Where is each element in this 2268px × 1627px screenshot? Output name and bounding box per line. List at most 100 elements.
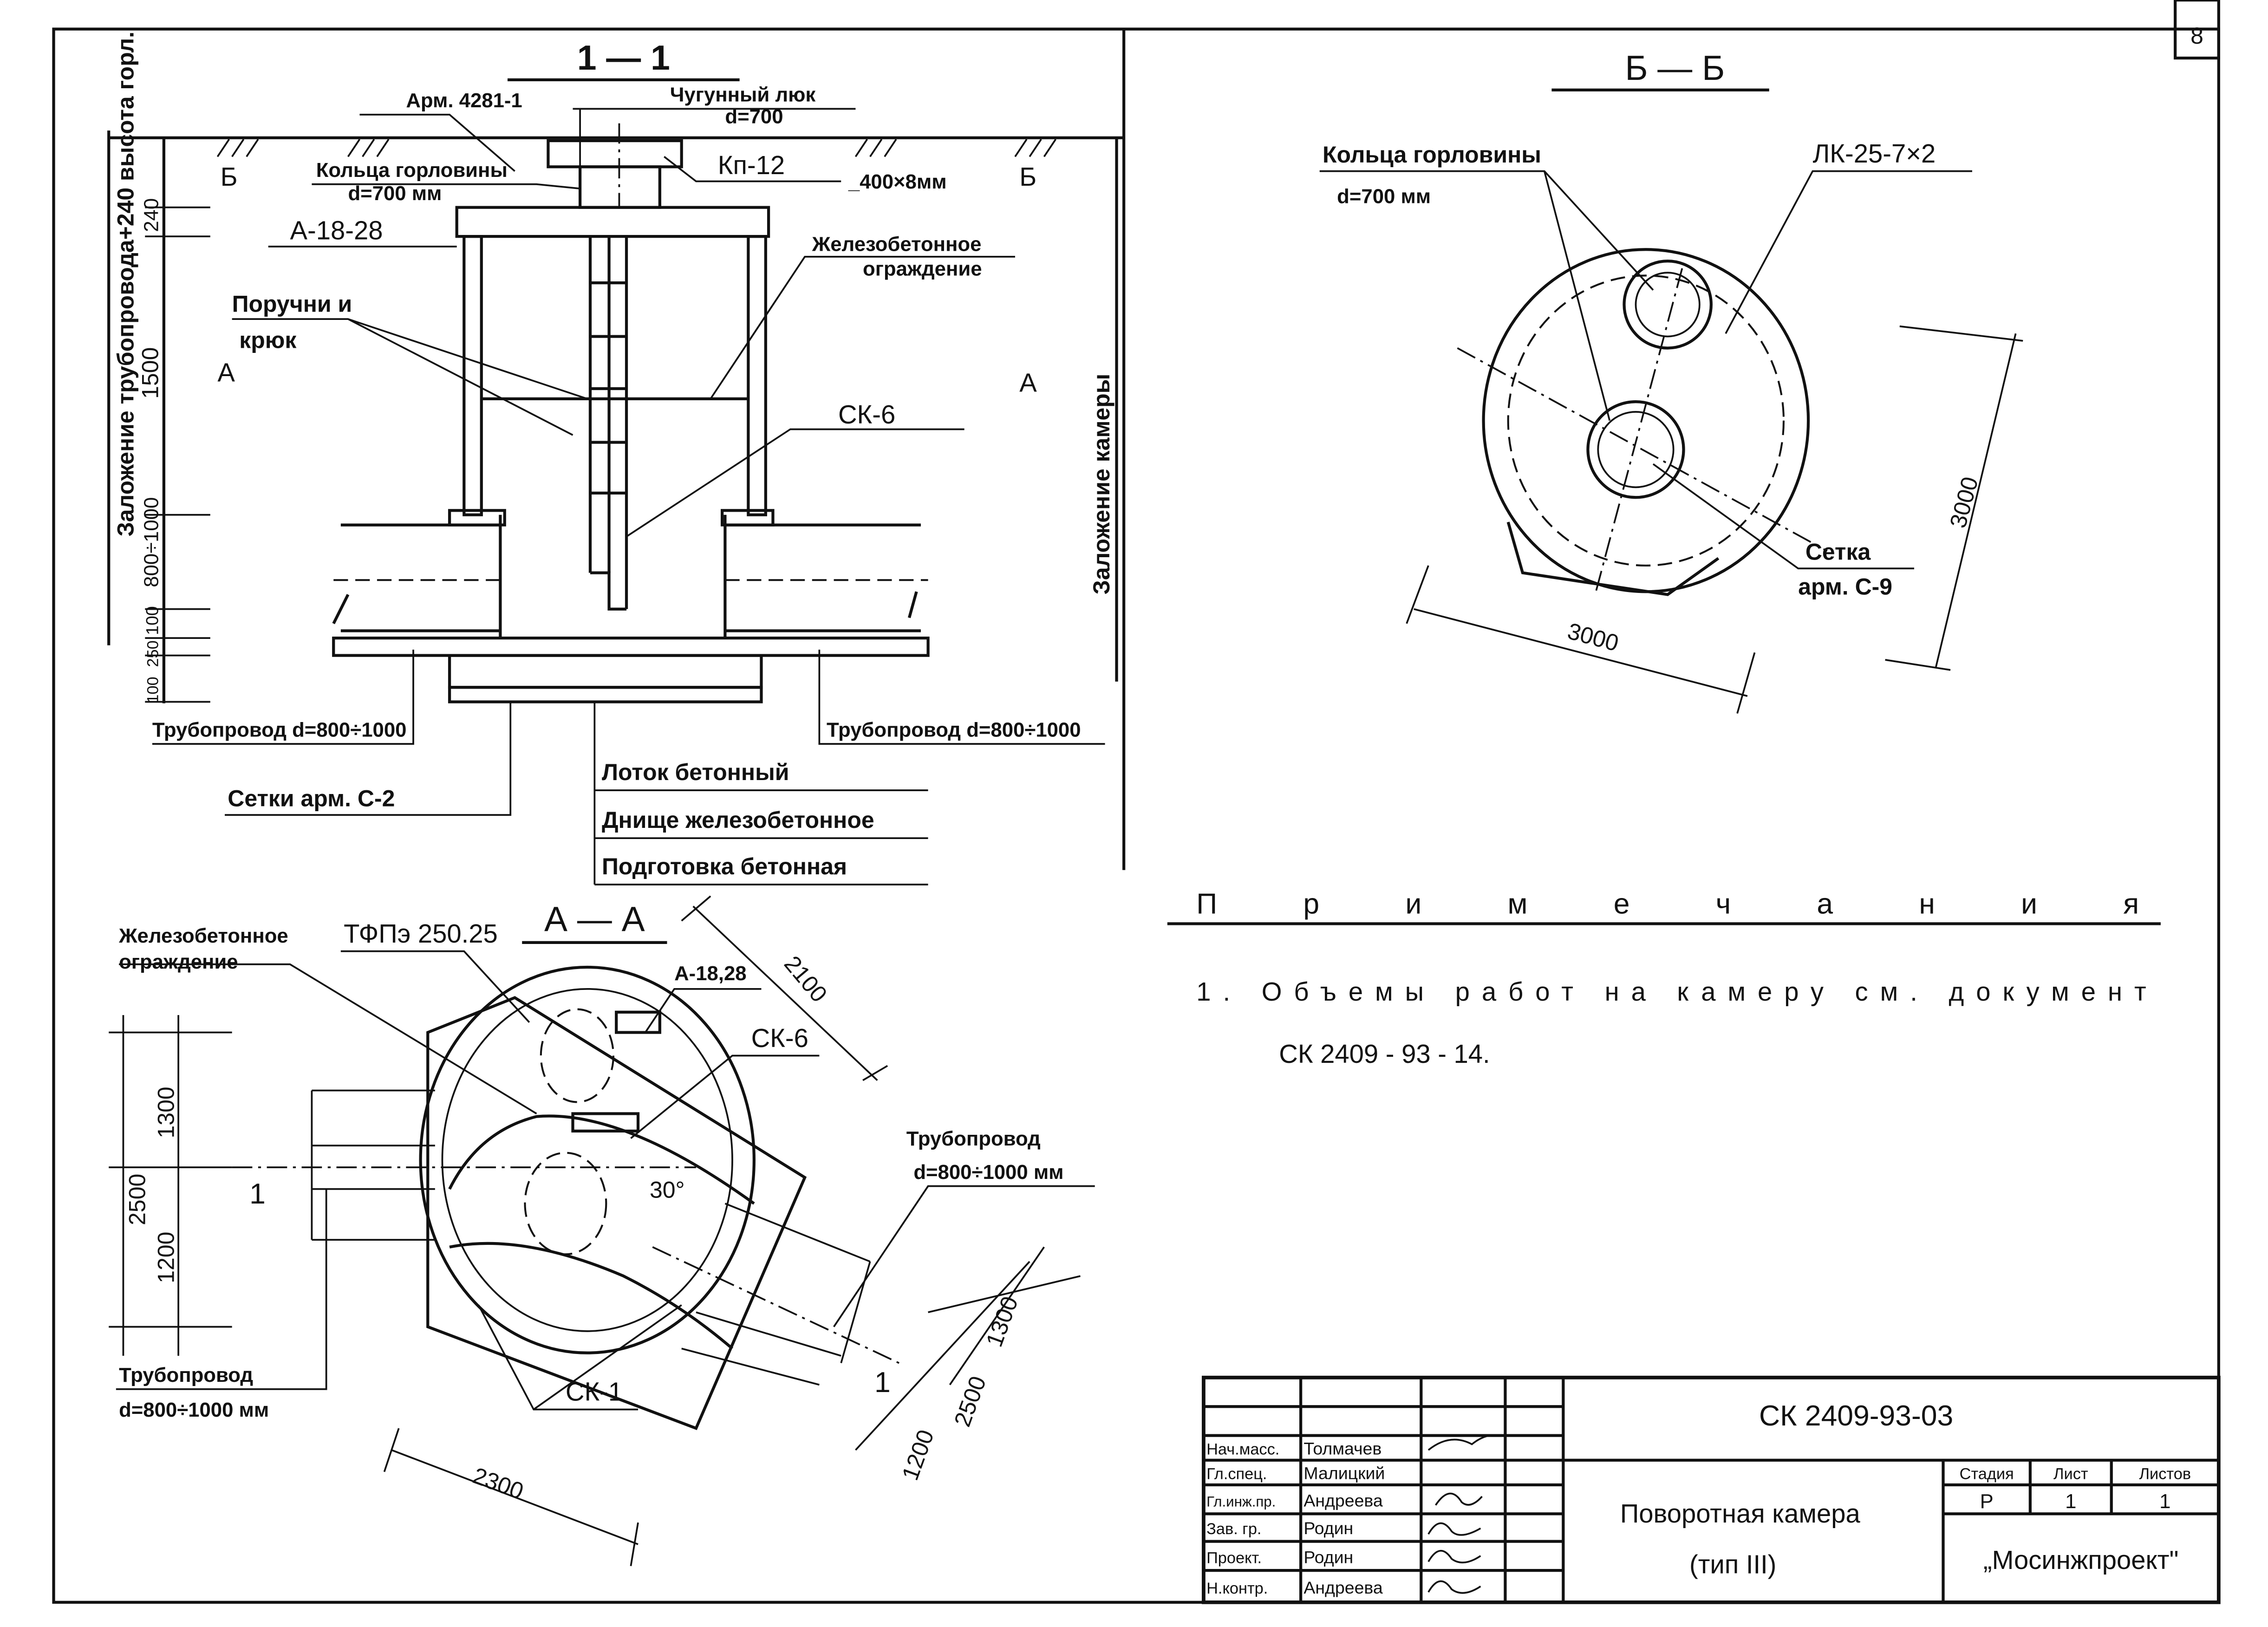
- document-code: СК 2409-93-03: [1759, 1399, 1953, 1432]
- staff-name: Толмачев: [1303, 1438, 1382, 1458]
- label-rails-1: Поручни и: [232, 291, 352, 317]
- notes: П р и м е ч а н и я 1. Объемы работ на к…: [1167, 887, 2161, 1068]
- label-ladder: СК-6: [838, 400, 895, 429]
- notes-heading: П р и м е ч а н и я: [1196, 887, 2139, 920]
- wall-right: [747, 235, 767, 516]
- label-slab: ТФПэ 250.25: [344, 919, 498, 948]
- ladder-ck6: [588, 236, 628, 611]
- dim-left-1300: 1300: [153, 1087, 179, 1138]
- section-title: 1 — 1: [577, 38, 670, 77]
- dim-right-2500: 2500: [949, 1373, 991, 1430]
- label-wall-1: Железобетонное: [118, 924, 288, 947]
- section-a-a: А — А Железобетонное ограждение ТФПэ 250…: [109, 895, 1095, 1567]
- label-pipe-right-1: Трубопровод: [906, 1127, 1041, 1150]
- fence-outline: [426, 996, 807, 1431]
- sheet-value: 1: [2065, 1490, 2076, 1513]
- staff-role: Гл.спец.: [1206, 1465, 1267, 1483]
- label-ladder: СК-6: [751, 1023, 808, 1053]
- section-1-1: 1 — 1: [107, 32, 1124, 885]
- ground-hatch: [216, 138, 1056, 157]
- dim-240: 240: [140, 198, 163, 232]
- label-wall-1: Железобетонное: [812, 233, 982, 255]
- label-rings: Кольца горловины: [316, 159, 508, 182]
- angle-30: 30°: [650, 1177, 685, 1203]
- concrete-base: [448, 654, 763, 689]
- dim-right: 3000: [1945, 474, 1983, 531]
- staff-role: Нач.масс.: [1206, 1440, 1279, 1458]
- label-mesh: Сетки арм. С-2: [228, 785, 395, 811]
- section-title: А — А: [544, 899, 645, 938]
- dim-left-2500: 2500: [124, 1174, 150, 1225]
- staff-role: Зав. гр.: [1206, 1520, 1261, 1538]
- staff-role: Проект.: [1206, 1549, 1262, 1567]
- section-title: Б — Б: [1625, 48, 1725, 87]
- dim-1500: 1500: [137, 347, 163, 399]
- dim-250: 250: [144, 640, 162, 667]
- manhole-ring: [1623, 260, 1713, 350]
- staff-name: Андреева: [1303, 1491, 1383, 1510]
- label-chamber-depth: Заложение камеры: [1088, 374, 1114, 595]
- dim-100b: 100: [144, 677, 162, 703]
- label-manhole: Чугунный люк: [670, 84, 816, 106]
- sheets-value: 1: [2159, 1490, 2170, 1513]
- label-layer-1: Лоток бетонный: [602, 759, 789, 785]
- label-pipe-right-2: d=800÷1000 мм: [913, 1161, 1063, 1184]
- signatures: [1427, 1434, 1501, 1594]
- sheet-frame: 8: [52, 0, 2220, 1604]
- note-1-line-1: 1. Объемы работ на камеру см. документ: [1196, 977, 2146, 1006]
- note-1-line-2: СК 2409 - 93 - 14.: [1279, 1039, 1490, 1068]
- organization: „Мосинжпроект": [1983, 1545, 2179, 1575]
- label-pipe-left-2: d=800÷1000 мм: [119, 1399, 269, 1421]
- staff-name: Родин: [1303, 1547, 1353, 1567]
- staff-name: Родин: [1303, 1518, 1353, 1538]
- label-reinforcement: Арм. 4281-1: [406, 89, 522, 112]
- chamber-outline: [1482, 248, 1810, 593]
- label-manhole-dia: d=700: [725, 105, 783, 128]
- label-beam: А-18,28: [674, 962, 746, 985]
- manhole-cover: [547, 139, 683, 169]
- cut-mark-right: 1: [874, 1366, 891, 1399]
- dim-left-1200: 1200: [153, 1232, 179, 1283]
- mesh-area: [1597, 411, 1675, 488]
- label-mesh-1: Сетка: [1805, 539, 1871, 565]
- label-wall-2: ограждение: [863, 257, 982, 280]
- staff-name: Малицкий: [1303, 1463, 1385, 1483]
- label-rails-2: крюк: [239, 327, 297, 353]
- label-rings-dia: d=700 мм: [348, 182, 442, 205]
- cut-mark-b-right: Б: [1019, 162, 1036, 191]
- dim-2300: 2300: [469, 1462, 527, 1504]
- section-b-b: Б — Б Кольца горловины d=700 мм ЛК-25-7×…: [1319, 48, 2023, 714]
- top-slab: [455, 206, 770, 238]
- label-rings-dia: d=700 мм: [1337, 185, 1431, 208]
- staff-role: Гл.инж.пр.: [1206, 1494, 1276, 1510]
- cut-mark-a-left: А: [217, 358, 235, 387]
- label-layer-2: Днище железобетонное: [602, 807, 874, 833]
- label-mesh-2: арм. С-9: [1798, 573, 1892, 599]
- cut-mark-b-left: Б: [221, 162, 238, 191]
- dim-right-1200: 1200: [897, 1426, 939, 1484]
- sheets-header: Листов: [2139, 1465, 2191, 1483]
- dim-100a: 100: [142, 606, 162, 635]
- dim-right-1300: 1300: [981, 1293, 1023, 1350]
- label-slab: Кп-12: [718, 150, 785, 180]
- label-ladder-bottom: СК-1: [566, 1377, 623, 1406]
- staff-role: Н.контр.: [1206, 1580, 1268, 1597]
- label-pipe-left: Трубопровод d=800÷1000: [152, 718, 407, 741]
- label-pipe-right: Трубопровод d=800÷1000: [827, 718, 1081, 741]
- label-wall-2: ограждение: [119, 950, 238, 973]
- sheet-header: Лист: [2053, 1465, 2088, 1483]
- dim-2100: 2100: [779, 951, 832, 1007]
- cut-mark-left: 1: [249, 1178, 266, 1210]
- title-block-text: СК 2409-93-03 Нач.масс. Толмачев Гл.спец…: [1206, 1399, 2191, 1597]
- cut-mark-a-right: А: [1019, 368, 1037, 397]
- drawing-title-line-2: (тип III): [1689, 1549, 1776, 1579]
- label-pipe-left-1: Трубопровод: [119, 1364, 253, 1386]
- stage-value: Р: [1980, 1490, 1994, 1513]
- drawing-title-line-1: Поворотная камера: [1620, 1499, 1861, 1528]
- wall-left: [463, 235, 483, 516]
- label-rings: Кольца горловины: [1323, 142, 1541, 168]
- label-slab: ЛК-25-7×2: [1812, 139, 1936, 168]
- label-plate: _400×8мм: [848, 170, 947, 193]
- title-block: [1201, 1375, 2221, 1604]
